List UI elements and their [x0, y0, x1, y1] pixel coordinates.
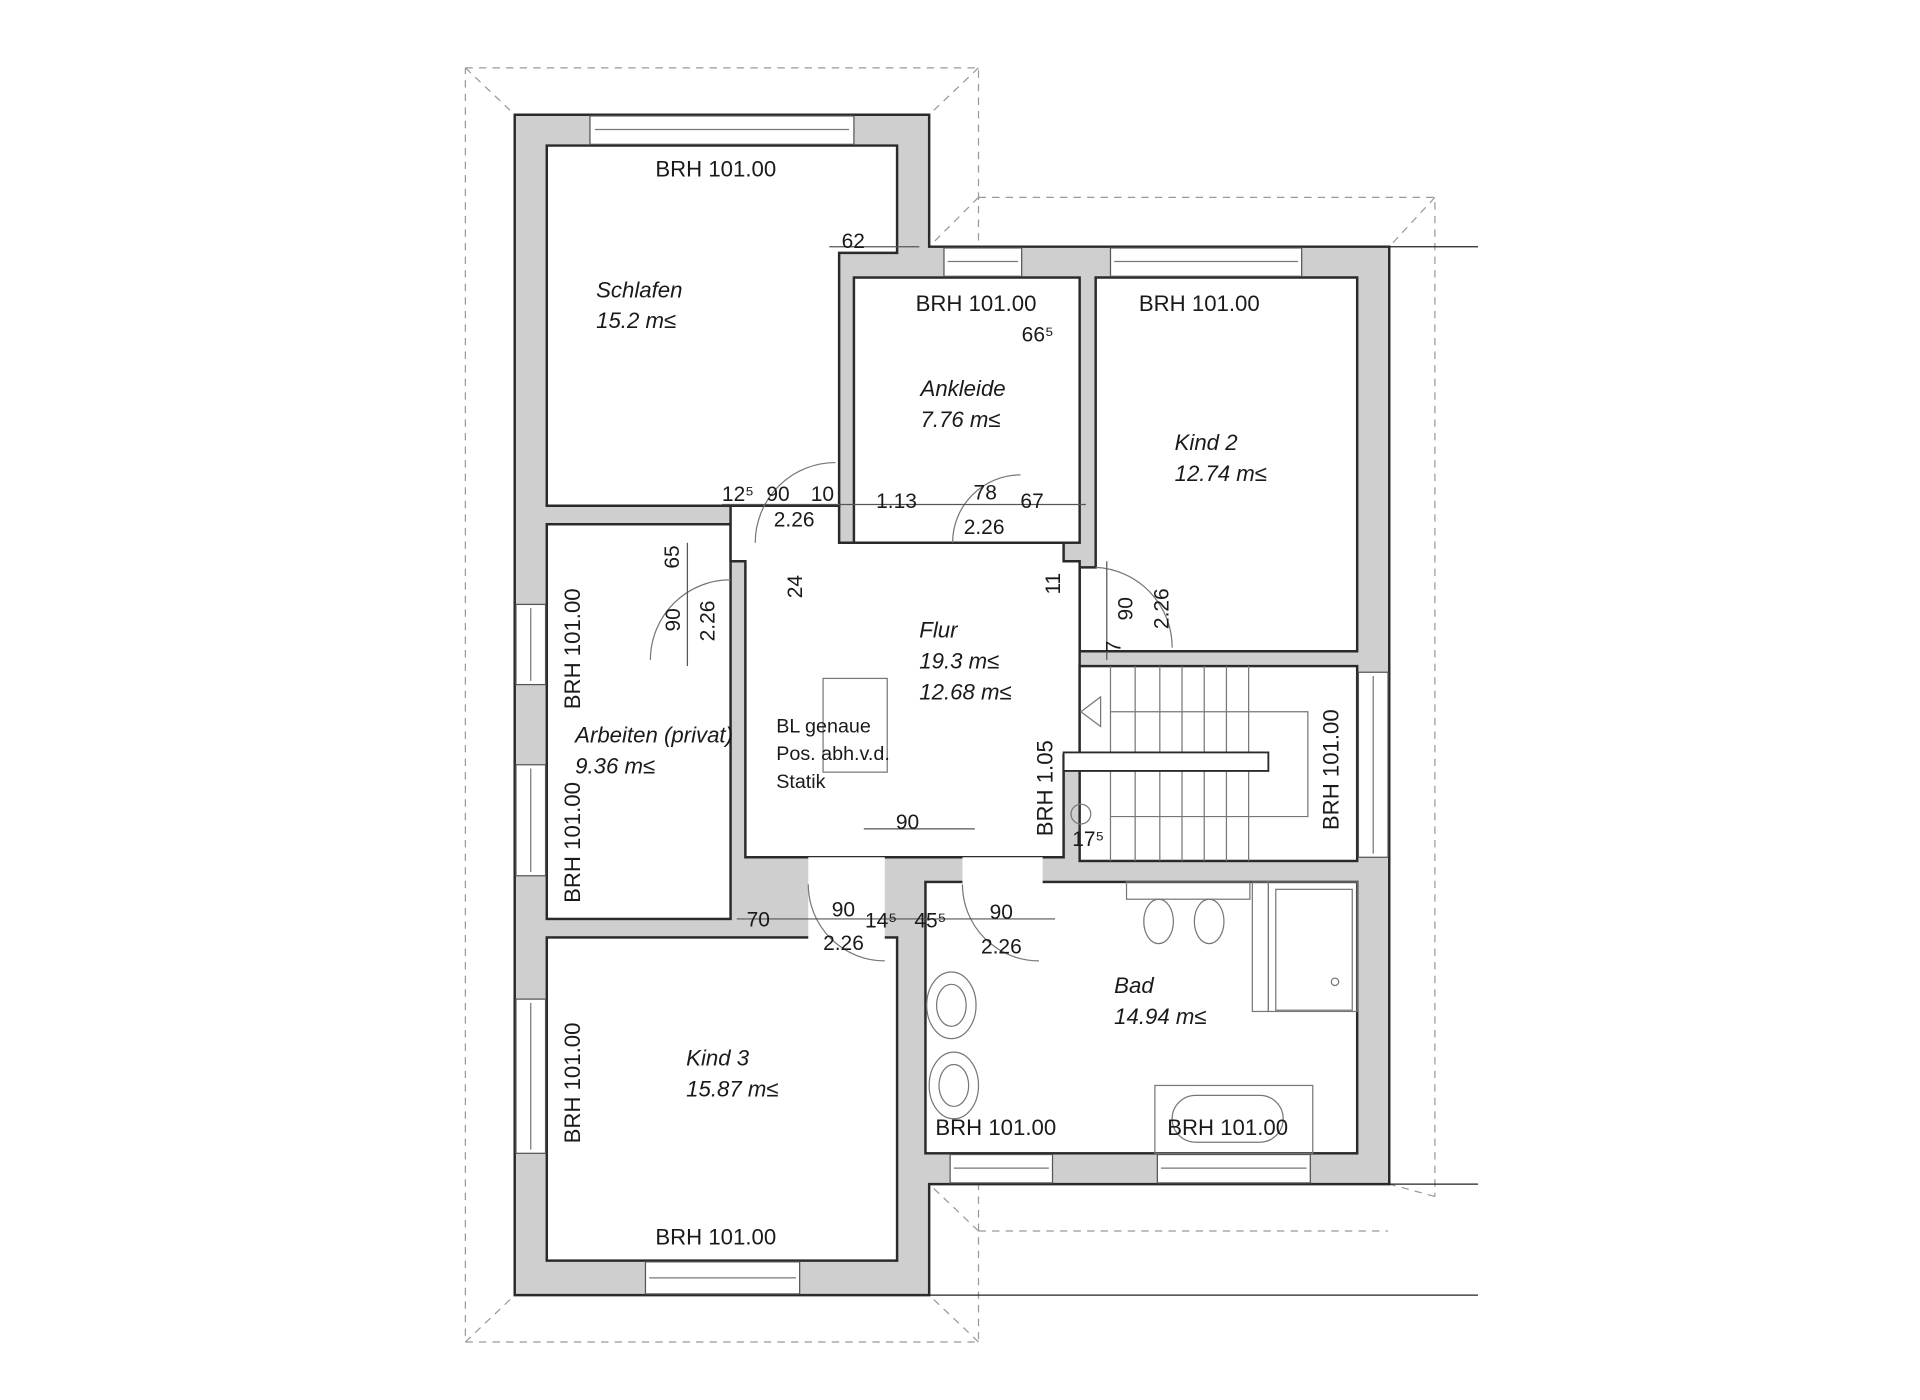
staircase [1062, 666, 1309, 861]
brh-label: BRH 101.00 [1167, 1115, 1288, 1140]
dimension: 12⁵ [722, 483, 754, 506]
column-note: Pos. abh.v.d. [776, 743, 890, 765]
dimension: 45⁵ [914, 910, 946, 933]
room-flur [729, 504, 1081, 859]
brh-label: BRH 101.00 [655, 156, 776, 181]
brh-label: BRH 101.00 [560, 1023, 585, 1144]
column-position [822, 677, 888, 773]
room-ankleide [852, 276, 1081, 544]
dimension: 2.26 [823, 932, 864, 955]
column-note: BL genaue [776, 716, 871, 738]
dimension: 2.26 [964, 516, 1005, 539]
dimension: 2.26 [981, 935, 1022, 958]
dimension: 2.26 [1150, 588, 1173, 629]
dimension: 70 [747, 908, 770, 931]
dimension: 62 [842, 230, 865, 253]
windows [515, 115, 1389, 1295]
brh-label: BRH 101.00 [560, 782, 585, 903]
dimension: 90 [832, 898, 855, 921]
brh-label: BRH 101.00 [916, 291, 1037, 316]
dimension: 78 [974, 482, 997, 505]
room-area: 7.76 m≤ [921, 407, 1001, 432]
brh-label: BRH 101.00 [935, 1115, 1056, 1140]
brh-stair-label: BRH 1.05 [1033, 740, 1058, 836]
room-area: 14.94 m≤ [1114, 1004, 1206, 1029]
brh-label: BRH 101.00 [655, 1225, 776, 1250]
dimension: 2.26 [697, 601, 720, 642]
brh-label: BRH 101.00 [1139, 291, 1260, 316]
dimension: 90 [766, 483, 789, 506]
room-name: Flur [919, 618, 959, 643]
dimension: 2.26 [774, 509, 815, 532]
dimension: 7 [1102, 641, 1125, 653]
dimension: 90 [1115, 597, 1138, 620]
room-name: Schlafen [596, 277, 682, 302]
dimension: 11 [1042, 573, 1065, 595]
dimension: 65 [661, 545, 684, 568]
room-name: Kind 2 [1175, 430, 1239, 455]
brh-label: BRH 101.00 [1319, 709, 1344, 830]
bathroom-fixtures [926, 881, 1358, 1154]
room-area: 12.74 m≤ [1175, 461, 1267, 486]
room-bad [924, 880, 1359, 1155]
dimension: 10 [811, 483, 834, 506]
room-area: 12.68 m≤ [919, 679, 1011, 704]
room-area: 15.2 m≤ [596, 308, 676, 333]
room-arbeiten [545, 522, 732, 921]
room-name: Bad [1114, 973, 1154, 998]
column-note: Statik [776, 771, 825, 793]
dimension: 67 [1020, 490, 1043, 513]
door-swings [649, 461, 1173, 962]
dimension: 90 [662, 608, 685, 631]
dimension: 17⁵ [1072, 828, 1104, 851]
dimension: 66⁵ [1022, 324, 1054, 347]
dimension-lines [686, 246, 1108, 920]
room-area: 9.36 m≤ [575, 753, 655, 778]
dimension: 24 [784, 575, 807, 599]
room-area: 15.87 m≤ [686, 1077, 778, 1102]
room-kind-3 [545, 936, 899, 1262]
room-area: 19.3 m≤ [919, 649, 999, 674]
dimension: 90 [896, 811, 919, 834]
dimension: 1.13 [876, 490, 917, 513]
dimension: 14⁵ [865, 910, 897, 933]
room-schlafen [545, 144, 899, 507]
dimension: 90 [990, 901, 1013, 924]
room-name: Arbeiten (privat) [573, 723, 733, 748]
brh-label: BRH 101.00 [560, 588, 585, 709]
room-name: Ankleide [919, 376, 1006, 401]
room-name: Kind 3 [686, 1046, 750, 1071]
door-opening-bad [962, 857, 1043, 885]
